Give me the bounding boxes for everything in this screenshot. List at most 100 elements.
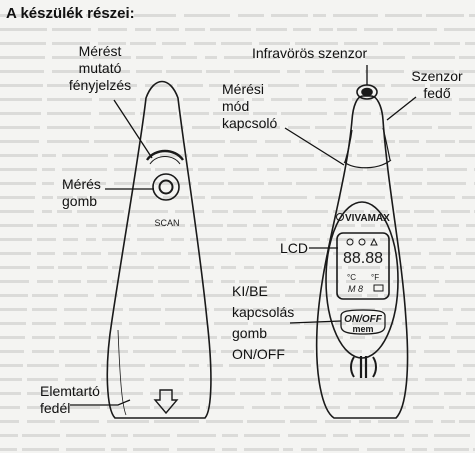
background-text-stroke [52, 70, 88, 73]
background-text-stroke [114, 182, 150, 185]
background-text-stroke [37, 238, 56, 241]
background-text-stroke [293, 28, 311, 31]
background-text-stroke [230, 140, 257, 143]
background-text-stroke [37, 252, 55, 255]
background-text-stroke [192, 126, 220, 129]
background-text-stroke [81, 252, 101, 255]
background-text-stroke [239, 336, 255, 339]
background-text-stroke [239, 280, 259, 283]
background-text-stroke [206, 420, 243, 423]
background-text-stroke [273, 364, 311, 367]
background-text-stroke [337, 28, 357, 31]
background-text-stroke [443, 238, 458, 241]
background-text-stroke [37, 266, 54, 269]
brand-label: VIVAMAX [345, 213, 390, 224]
background-text-stroke [253, 308, 263, 311]
background-text-stroke [198, 182, 224, 185]
background-text-stroke [235, 252, 281, 255]
background-text-stroke [0, 434, 18, 437]
background-text-stroke [288, 434, 326, 437]
background-text-stroke [367, 294, 378, 297]
background-text-stroke [52, 56, 89, 59]
background-text-stroke [394, 434, 404, 437]
background-text-stroke [473, 448, 475, 451]
speaker-grille-right [372, 356, 377, 378]
background-text-stroke [42, 182, 54, 185]
background-text-stroke [267, 168, 279, 171]
background-text-stroke [329, 266, 342, 269]
background-text-stroke [93, 70, 130, 73]
background-text-stroke [87, 266, 108, 269]
background-text-stroke [361, 238, 374, 241]
background-text-stroke [0, 56, 45, 59]
lcd-unit-c: °C [347, 273, 356, 282]
background-text-stroke [355, 392, 393, 395]
background-text-stroke [206, 70, 230, 73]
background-text-stroke [99, 84, 137, 87]
background-text-stroke [156, 28, 179, 31]
background-text-stroke [224, 154, 248, 157]
infrared-sensor-lens [361, 87, 373, 97]
background-text-stroke [0, 322, 26, 325]
background-text-stroke [427, 182, 466, 185]
background-text-stroke [379, 364, 389, 367]
diagram-title: A készülék részei: [6, 5, 135, 22]
background-text-stroke [32, 336, 55, 339]
background-text-stroke [459, 140, 475, 143]
background-text-stroke [94, 126, 140, 129]
background-text-stroke [262, 210, 282, 213]
background-text-stroke [0, 70, 44, 73]
background-text-stroke [445, 280, 475, 283]
leader-power-button [289, 320, 342, 324]
background-text-stroke [0, 364, 23, 367]
background-text-stroke [372, 336, 407, 339]
leader-sensor-cover [386, 96, 417, 121]
background-text-stroke [253, 322, 300, 325]
background-text-stroke [434, 42, 460, 45]
background-text-stroke [0, 126, 40, 129]
background-text-stroke [333, 252, 361, 255]
background-text-stroke [271, 14, 308, 17]
background-text-stroke [222, 434, 238, 437]
background-text-stroke [161, 294, 192, 297]
background-text-stroke [137, 238, 164, 241]
background-text-stroke [87, 280, 107, 283]
background-text-stroke [32, 322, 56, 325]
background-text-stroke [389, 126, 432, 129]
background-text-stroke [240, 378, 266, 381]
background-text-stroke [111, 448, 127, 451]
background-text-stroke [42, 168, 55, 171]
label-measure-button-line2: gomb [62, 193, 98, 209]
background-text-stroke [60, 420, 99, 423]
lcd-unit-f: °F [371, 273, 379, 282]
background-text-stroke [63, 252, 77, 255]
background-text-stroke [410, 196, 455, 199]
background-text-stroke [306, 84, 337, 87]
background-text-stroke [214, 322, 248, 325]
background-text-stroke [256, 126, 280, 129]
label-measure-light: Mérést mutató fényjelzés [66, 43, 134, 94]
background-text-stroke [397, 28, 437, 31]
background-text-stroke [283, 154, 314, 157]
background-text-stroke [177, 434, 216, 437]
background-text-stroke [449, 406, 475, 409]
background-text-stroke [390, 196, 403, 199]
label-mode-switch-line2: mód [222, 98, 250, 114]
background-text-stroke [22, 448, 59, 451]
background-text-stroke [86, 224, 97, 227]
label-mode-switch-line3: kapcsoló [222, 115, 278, 131]
brand-logo: VIVAMAX [336, 213, 390, 224]
background-text-stroke [417, 238, 436, 241]
background-text-stroke [0, 42, 46, 45]
background-text-stroke [42, 196, 53, 199]
background-text-stroke [175, 210, 204, 213]
background-text-stroke [240, 392, 265, 395]
label-measure-light-line2: mutató [78, 60, 122, 76]
background-text-stroke [319, 28, 333, 31]
background-text-stroke [228, 182, 264, 185]
background-text-stroke [86, 238, 96, 241]
label-lcd: LCD [280, 240, 309, 256]
leader-measure-light [113, 99, 153, 159]
background-text-stroke [412, 56, 455, 59]
lcd-top-icons [346, 237, 378, 246]
